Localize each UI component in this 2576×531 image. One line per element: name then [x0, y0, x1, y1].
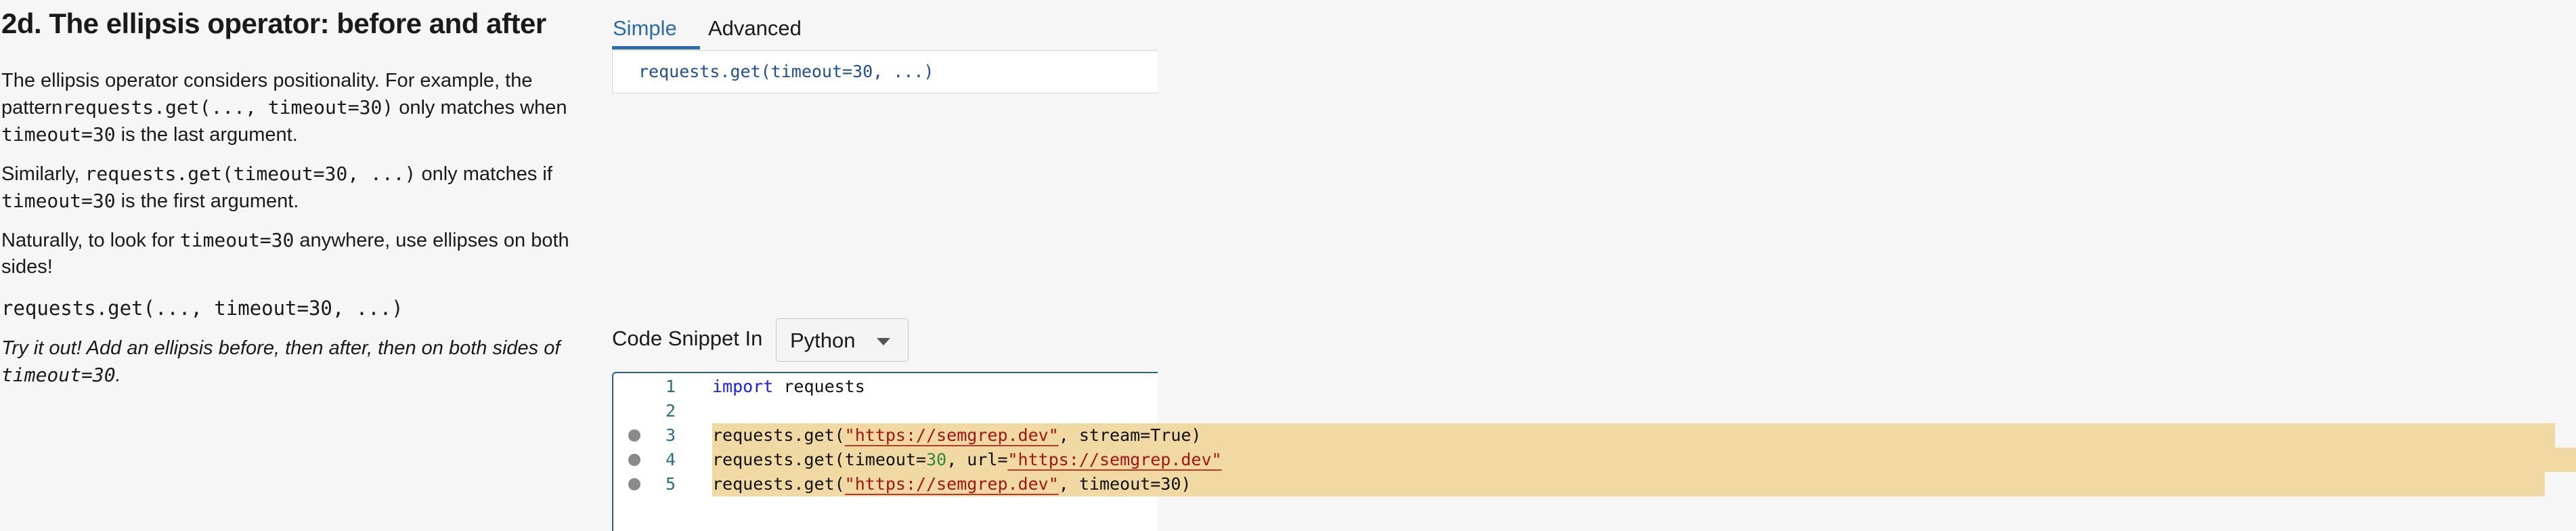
code-token: requests.get( [712, 474, 845, 494]
code-token: requests.get( [712, 425, 845, 445]
pattern-tabs: Simple Advanced [612, 0, 1158, 50]
active-tab-indicator [612, 46, 700, 49]
lesson-paragraph-1: The ellipsis operator considers position… [1, 68, 597, 148]
line-number: 3 [665, 425, 676, 445]
code-text[interactable] [712, 399, 2066, 423]
code-line[interactable]: 2 [613, 399, 1159, 423]
line-number: 4 [665, 450, 676, 469]
code-string: "https://semgrep.dev" [1007, 450, 1222, 469]
code-token: , timeout=30) [1058, 474, 1192, 494]
match-dot-icon[interactable] [628, 454, 640, 466]
inline-code: timeout=30 [1, 190, 116, 212]
line-number: 5 [665, 474, 676, 494]
code-string: "https://semgrep.dev" [844, 474, 1059, 494]
text: only matches when [393, 97, 567, 119]
lesson-paragraph-3: Naturally, to look for timeout=30 anywhe… [1, 227, 597, 280]
match-dot-icon[interactable] [628, 429, 640, 442]
line-number: 2 [665, 401, 676, 421]
lesson-paragraph-try: Try it out! Add an ellipsis before, then… [1, 335, 597, 389]
language-select-value: Python [790, 328, 856, 352]
inline-code: requests.get(..., timeout=30) [62, 96, 394, 119]
text: . [115, 364, 121, 386]
text: Try it out! Add an ellipsis before, then… [1, 337, 561, 359]
language-select[interactable]: Python [776, 318, 909, 362]
text: anywhere, use ellipses on both sides! [1, 230, 569, 278]
text: Naturally, to look for [1, 230, 180, 251]
lesson-code-example: requests.get(..., timeout=30, ...) [1, 297, 403, 320]
code-editor[interactable]: 1 import requests 2 3 requests.get("http… [612, 372, 2576, 531]
code-line-match[interactable]: 3 requests.get("https://semgrep.dev", st… [613, 423, 2556, 448]
lesson-panel: 2d. The ellipsis operator: before and af… [1, 0, 597, 389]
text: is the first argument. [115, 190, 299, 212]
inline-code: timeout=30 [179, 229, 294, 251]
code-token: , url= [946, 450, 1008, 469]
pattern-input[interactable]: requests.get(timeout=30, ...) [612, 50, 1158, 93]
code-string: "https://semgrep.dev" [844, 425, 1059, 445]
match-dot-icon[interactable] [628, 478, 640, 490]
inline-code: timeout=30 [1, 123, 116, 146]
code-token: requests.get(timeout= [712, 450, 927, 469]
code-line-match[interactable]: 4 requests.get(timeout=30, url="https://… [613, 448, 2576, 472]
code-text-highlighted[interactable]: requests.get(timeout=30, url="https://se… [712, 448, 2576, 472]
pattern-text[interactable]: requests.get(timeout=30, ...) [638, 62, 934, 81]
tab-simple[interactable]: Simple [613, 16, 677, 40]
code-text-highlighted[interactable]: requests.get("https://semgrep.dev", stre… [712, 423, 2556, 448]
text: Similarly, [1, 163, 85, 185]
editor-panel: Simple Advanced requests.get(timeout=30,… [612, 0, 2576, 531]
text: only matches if [416, 163, 552, 185]
text: The ellipsis operator considers position… [1, 70, 533, 119]
inline-code: timeout=30 [1, 364, 116, 386]
code-token: , stream=True) [1058, 425, 1202, 445]
inline-code: requests.get(timeout=30, ...) [85, 163, 416, 185]
chevron-down-icon [877, 338, 890, 345]
snippet-label: Code Snippet In [612, 326, 763, 350]
code-text-highlighted[interactable]: requests.get("https://semgrep.dev", time… [712, 472, 2546, 496]
lesson-title: 2d. The ellipsis operator: before and af… [1, 7, 546, 39]
text: is the last argument. [115, 124, 298, 146]
snippet-language-row: Code Snippet In Python [612, 318, 1158, 363]
code-number: 30 [926, 450, 947, 469]
code-line-match[interactable]: 5 requests.get("https://semgrep.dev", ti… [613, 472, 2546, 496]
lesson-paragraph-2: Similarly, requests.get(timeout=30, ...)… [1, 161, 597, 215]
tab-advanced[interactable]: Advanced [708, 16, 802, 40]
code-line[interactable]: 1 import requests [613, 375, 1159, 399]
line-number: 1 [665, 377, 676, 396]
code-text[interactable]: import requests [712, 375, 2219, 399]
code-keyword: import [712, 377, 774, 396]
code-token: requests [773, 377, 865, 396]
